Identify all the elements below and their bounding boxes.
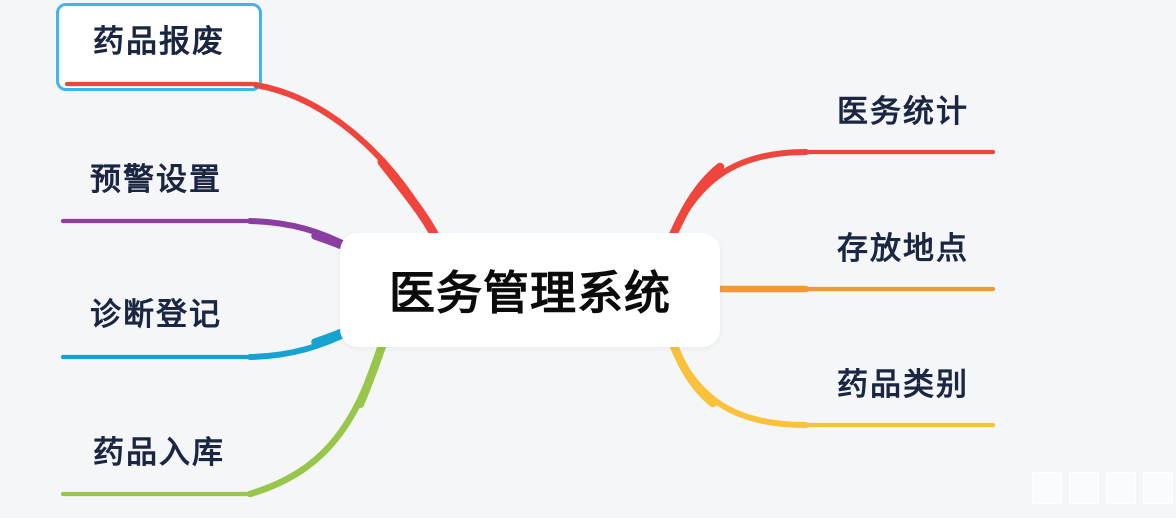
topic-yaopin-baofei[interactable]: 药品报废 — [56, 3, 262, 91]
topic-cunfang-didian[interactable]: 存放地点 — [837, 231, 969, 266]
watermark-box — [1069, 472, 1099, 504]
topic-yaopin-leibie[interactable]: 药品类别 — [837, 367, 969, 402]
watermark-box — [1106, 472, 1136, 504]
topic-yaopin-ruku[interactable]: 药品入库 — [93, 435, 225, 470]
branch-curve-yaopin-ruku — [246, 334, 388, 498]
central-topic-label: 医务管理系统 — [389, 267, 671, 319]
branch-curve-yaopin-baofei — [253, 82, 441, 245]
topic-yujing-shezhi[interactable]: 预警设置 — [90, 162, 222, 197]
topic-label: 药品报废 — [93, 24, 225, 59]
watermark-box — [1032, 472, 1062, 504]
central-topic[interactable]: 医务管理系统 — [340, 233, 720, 347]
branch-curve-taper — [666, 333, 718, 408]
topic-yiwu-tongji[interactable]: 医务统计 — [837, 94, 969, 129]
watermark-box — [1143, 472, 1173, 504]
topic-zhenduan-dengji[interactable]: 诊断登记 — [90, 297, 222, 332]
